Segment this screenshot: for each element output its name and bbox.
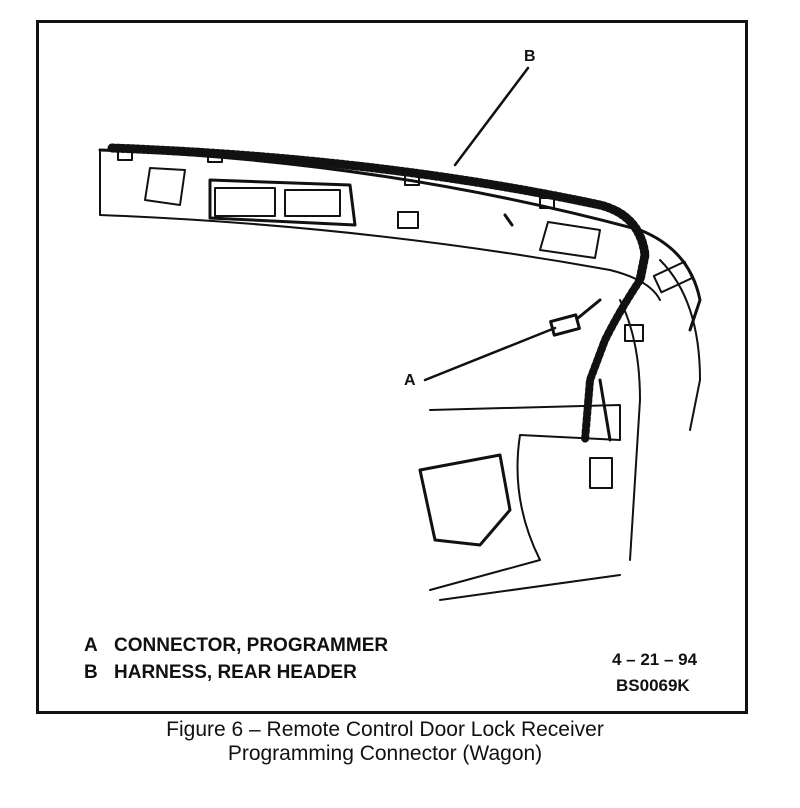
callout-a-label: A	[404, 372, 416, 389]
pillar-outer	[659, 259, 701, 431]
callout-b-leader	[453, 66, 530, 167]
revision-date: 4 – 21 – 94	[612, 650, 698, 669]
trim-small-box	[589, 457, 613, 489]
lamp-lens-right	[284, 189, 341, 217]
legend-text: CONNECTOR, PROGRAMMER	[114, 635, 389, 656]
header-cutout-right	[539, 221, 601, 259]
callout-a-leader	[423, 326, 557, 382]
programming-connector	[549, 313, 581, 337]
pillar-grommet	[652, 260, 694, 294]
legend-item: B HARNESS, REAR HEADER	[84, 659, 388, 686]
pillar-inner	[619, 299, 641, 561]
header-cutout-left	[144, 167, 186, 206]
header-slot	[503, 213, 514, 227]
header-small-cutout	[397, 211, 419, 229]
roof-header-panel	[98, 148, 702, 332]
harness-clip	[539, 197, 555, 209]
callout-b-label: B	[524, 48, 536, 65]
legend-text: HARNESS, REAR HEADER	[114, 662, 357, 683]
legend-key: B	[84, 662, 98, 683]
figure-caption: Figure 6 – Remote Control Door Lock Rece…	[0, 718, 770, 766]
figure-frame	[36, 20, 748, 714]
trim-panel	[429, 404, 621, 591]
pillar-square-opening	[624, 324, 644, 342]
dome-lamp-housing	[208, 178, 357, 227]
quarter-trim-pad	[418, 453, 512, 547]
legend-key: A	[84, 635, 98, 656]
harness-clip	[117, 149, 133, 161]
legend-item: A CONNECTOR, PROGRAMMER	[84, 632, 388, 659]
header-lower-edge	[99, 214, 661, 301]
caption-line-2: Programming Connector (Wagon)	[227, 742, 543, 765]
legend: A CONNECTOR, PROGRAMMER B HARNESS, REAR …	[84, 632, 388, 686]
harness-clip	[404, 174, 420, 186]
lamp-lens-left	[214, 187, 276, 217]
harness-clip	[207, 151, 223, 163]
figure-code: BS0069K	[616, 676, 690, 695]
caption-line-1: Figure 6 – Remote Control Door Lock Rece…	[166, 718, 604, 741]
